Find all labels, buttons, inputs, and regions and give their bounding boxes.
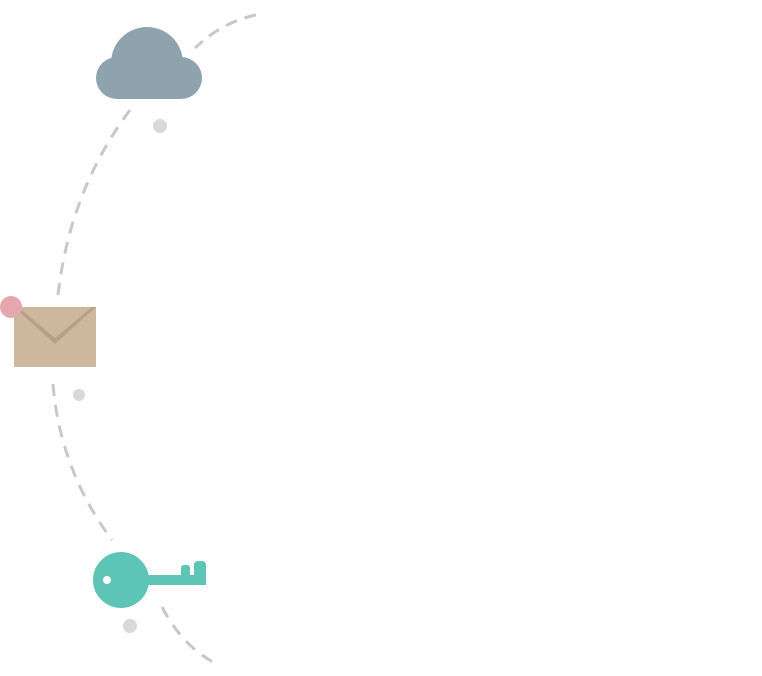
- cloud-icon: [96, 27, 202, 99]
- dashed-path-upper-segment: [56, 109, 132, 296]
- dashed-path-top-segment: [193, 13, 257, 50]
- indicator-dots: [73, 119, 167, 633]
- dashed-path-bottom-segment: [160, 606, 214, 664]
- dashed-path: [51, 13, 257, 664]
- envelope-icon: [0, 296, 96, 367]
- cloud-indicator-dot: [153, 119, 167, 133]
- envelope-indicator-dot: [73, 389, 85, 401]
- key-indicator-dot: [123, 619, 137, 633]
- dashed-path-lower-segment: [51, 383, 114, 541]
- key-icon: [93, 552, 206, 608]
- notification-badge: [0, 296, 22, 318]
